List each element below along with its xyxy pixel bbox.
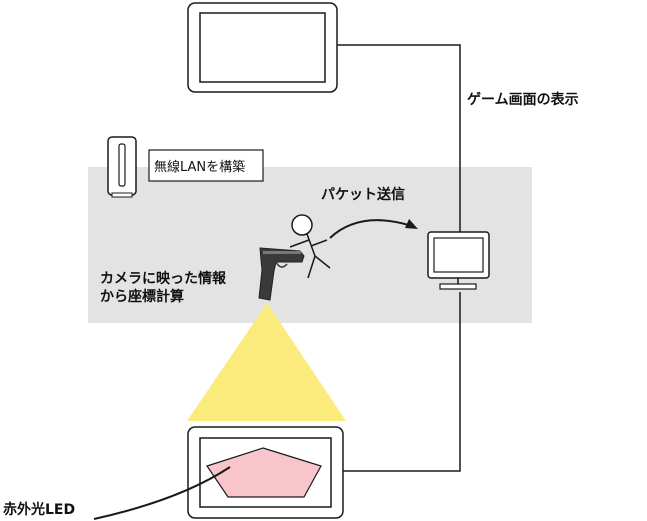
sensor-display-icon — [187, 426, 344, 519]
packet-send-label: パケット送信 — [321, 186, 405, 203]
coord-calc-label-line1: カメラに映った情報 — [100, 270, 227, 287]
top-monitor-cable — [337, 44, 461, 232]
ir-led-pentagon — [206, 447, 322, 498]
stick-figure-icon — [289, 214, 331, 279]
ir-led-pointer — [93, 466, 231, 520]
coord-calc-label-line2: から座標計算 — [100, 288, 184, 305]
infrared-led-label: 赤外光LED — [3, 501, 75, 518]
wireless-router-icon — [107, 136, 137, 198]
camera-view-cone — [187, 303, 346, 421]
game-display-label: ゲーム画面の表示 — [467, 91, 579, 108]
wireless-lan-label-box — [148, 149, 264, 182]
monitor-icon — [187, 2, 338, 93]
packet-arrow — [329, 219, 418, 239]
bottom-monitor-cable — [343, 292, 461, 472]
gun-controller-icon — [258, 247, 305, 301]
wireless-lan-label: 無線LANを構築 — [154, 159, 245, 175]
computer-icon — [427, 231, 490, 290]
